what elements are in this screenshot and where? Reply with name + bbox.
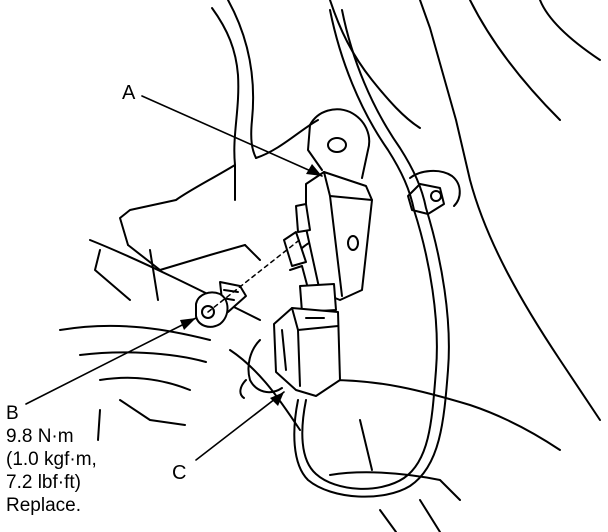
torque-nm: 9.8 N·m bbox=[6, 426, 74, 447]
bolt-alignment-guide bbox=[207, 237, 303, 313]
sensor-unit bbox=[283, 171, 373, 313]
torque-lbf: 7.2 lbf·ft) bbox=[6, 472, 81, 493]
replace-note: Replace. bbox=[6, 495, 81, 516]
callout-c-label: C bbox=[172, 462, 187, 484]
harness-connector bbox=[239, 307, 341, 399]
mounting-bracket bbox=[307, 108, 371, 179]
callout-a-label: A bbox=[122, 82, 136, 104]
wire-harness bbox=[293, 9, 450, 498]
torque-kgf: (1.0 kgf·m, bbox=[6, 449, 97, 470]
leader-lines bbox=[25, 95, 323, 461]
callout-b-spec: B 9.8 N·m (1.0 kgf·m, 7.2 lbf·ft) Replac… bbox=[6, 402, 97, 517]
harness-clip bbox=[407, 170, 461, 215]
mounting-bolt bbox=[195, 281, 247, 328]
callout-b-label: B bbox=[6, 403, 19, 424]
